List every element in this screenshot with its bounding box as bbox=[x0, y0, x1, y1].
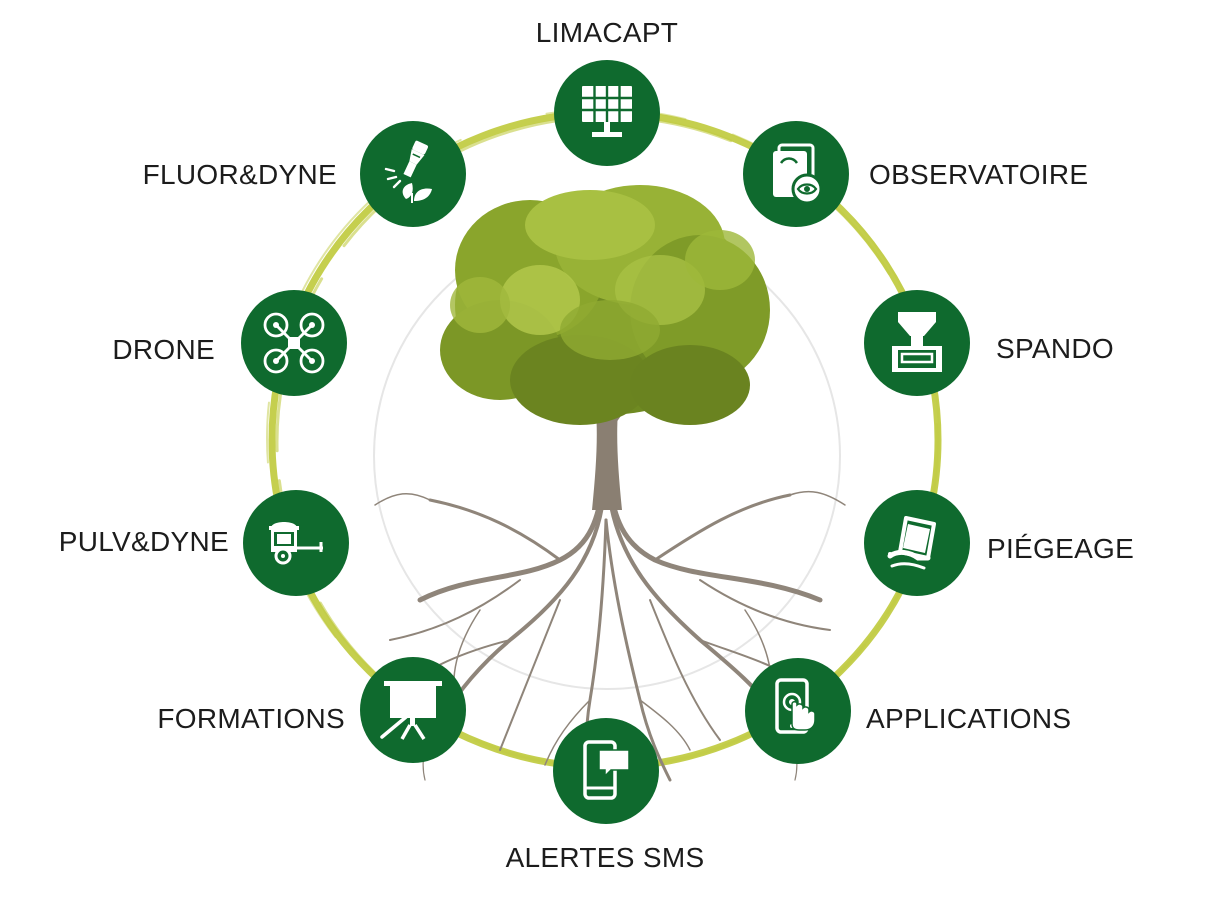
limacapt-badge[interactable] bbox=[554, 60, 660, 166]
applications-badge[interactable] bbox=[745, 658, 851, 764]
slug-trap-icon bbox=[887, 516, 936, 570]
observatoire-label: OBSERVATOIRE bbox=[869, 159, 1089, 190]
drone-label: DRONE bbox=[112, 334, 215, 365]
spando-label: SPANDO bbox=[996, 333, 1114, 364]
pulv-dyne-badge[interactable] bbox=[243, 490, 349, 596]
phone-message-icon bbox=[583, 740, 630, 800]
alertes-sms-badge[interactable] bbox=[553, 718, 659, 824]
alertes-sms-label: ALERTES SMS bbox=[505, 842, 705, 873]
tree-trunk bbox=[592, 410, 622, 510]
fluor-dyne-label: FLUOR&DYNE bbox=[142, 159, 337, 190]
piegeage-label: PIÉGEAGE bbox=[987, 533, 1135, 564]
drone-icon bbox=[263, 312, 325, 374]
fluor-dyne-badge[interactable] bbox=[360, 121, 466, 227]
piegeage-badge[interactable] bbox=[864, 490, 970, 596]
limacapt-label: LIMACAPT bbox=[535, 17, 679, 48]
formations-label: FORMATIONS bbox=[157, 703, 345, 734]
solar-panel-icon bbox=[582, 86, 632, 137]
presentation-board-icon bbox=[380, 681, 442, 740]
applications-label: APPLICATIONS bbox=[866, 703, 1072, 734]
sprayer-trailer-icon bbox=[269, 522, 323, 565]
pulv-dyne-label: PULV&DYNE bbox=[58, 526, 229, 557]
tree-canopy bbox=[440, 185, 770, 425]
formations-badge[interactable] bbox=[360, 657, 466, 763]
observation-sheet-eye-icon bbox=[773, 143, 823, 205]
spando-badge[interactable] bbox=[864, 290, 970, 396]
spreader-hopper-icon bbox=[892, 312, 942, 372]
uv-flashlight-leaf-icon bbox=[384, 140, 432, 203]
smartphone-touch-icon bbox=[775, 678, 816, 734]
drone-badge[interactable] bbox=[241, 290, 347, 396]
observatoire-badge[interactable] bbox=[743, 121, 849, 227]
